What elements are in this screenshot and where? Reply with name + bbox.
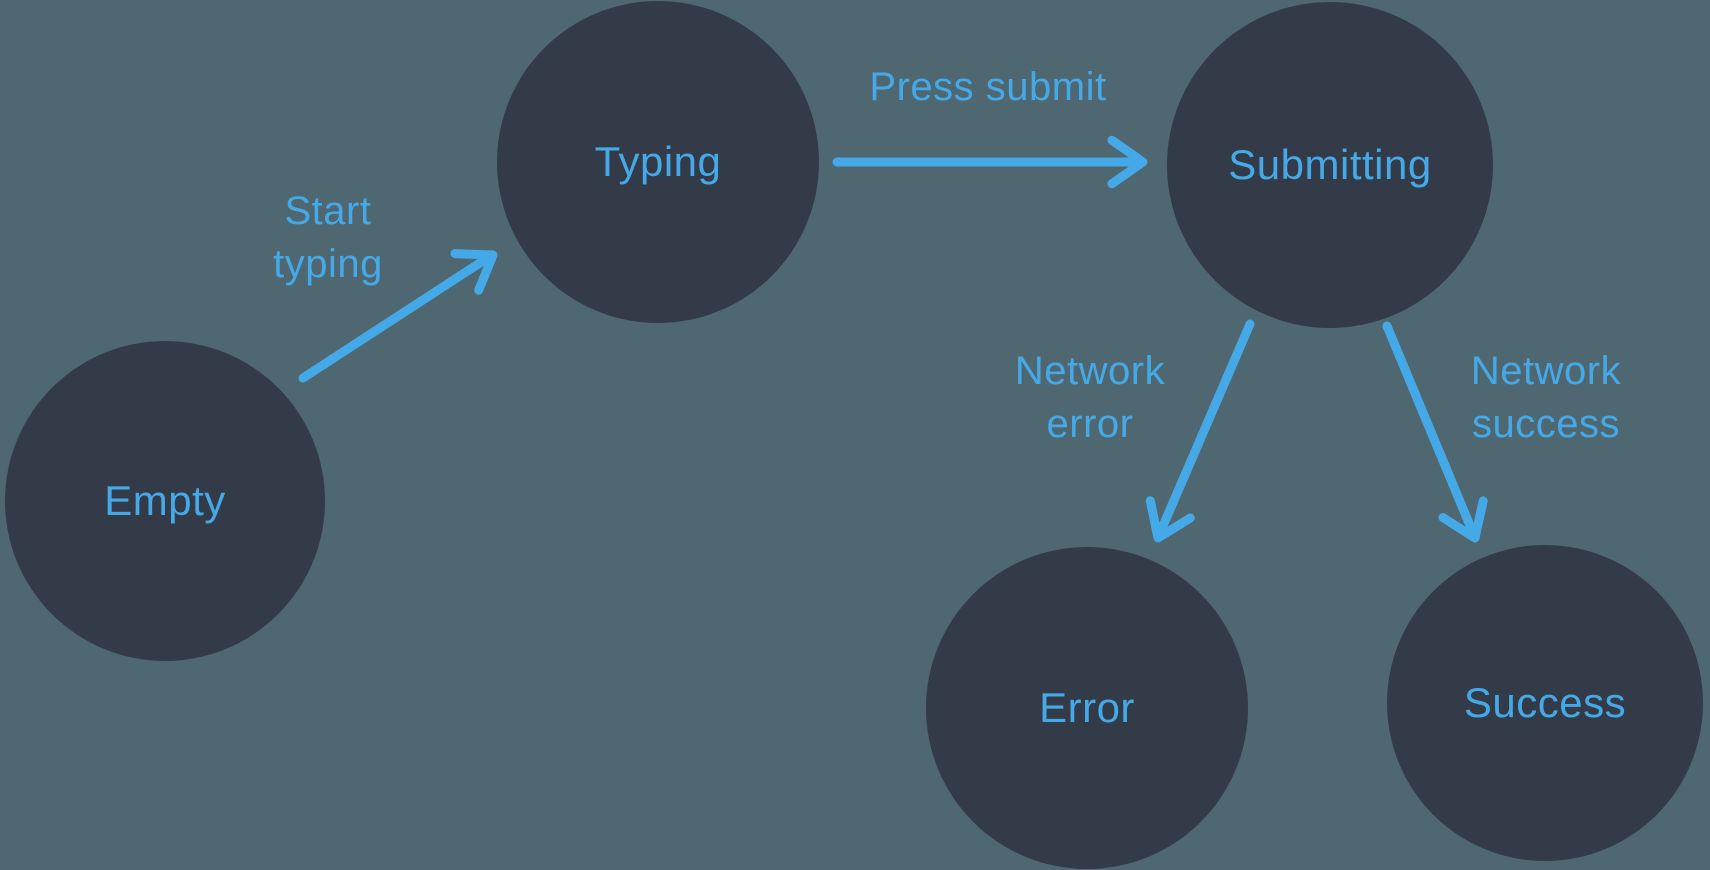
edge-label-line: Press submit — [869, 65, 1107, 109]
node-error-label: Error — [1039, 684, 1135, 731]
edge-label-line: error — [1046, 402, 1134, 446]
edge-label-network-error: Network error — [960, 345, 1220, 451]
node-empty-label: Empty — [104, 477, 226, 524]
edge-label-line: Start — [284, 189, 372, 233]
edge-label-line: success — [1472, 402, 1620, 446]
edge-label-network-success: Network success — [1416, 345, 1676, 451]
node-typing: Typing — [497, 1, 819, 323]
arrow-typing-to-submitting — [832, 135, 1148, 189]
node-success-label: Success — [1463, 679, 1627, 726]
node-submitting: Submitting — [1167, 2, 1493, 328]
node-submitting-label: Submitting — [1228, 141, 1432, 188]
edge-label-line: Network — [1014, 349, 1166, 393]
node-typing-label: Typing — [594, 138, 722, 185]
edge-label-start-typing: Start typing — [218, 185, 438, 291]
edge-label-line: typing — [273, 242, 383, 286]
edge-label-press-submit: Press submit — [828, 61, 1148, 114]
node-empty: Empty — [5, 341, 325, 661]
edge-label-line: Network — [1470, 349, 1622, 393]
node-success: Success — [1387, 545, 1703, 861]
node-error: Error — [926, 547, 1248, 869]
